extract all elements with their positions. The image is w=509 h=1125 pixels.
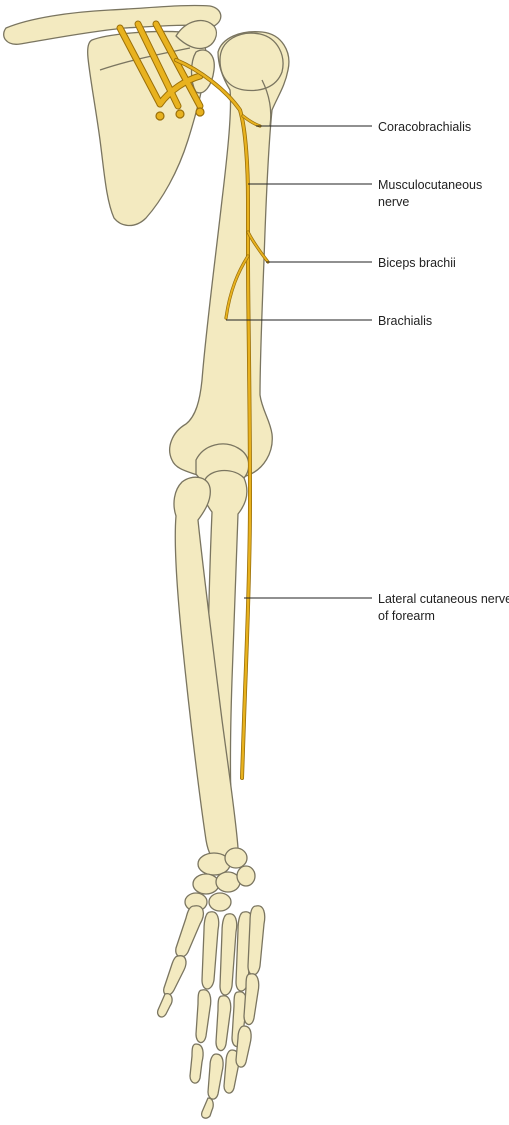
- label-lateral-cutaneous-line2: of forearm: [378, 609, 435, 623]
- label-biceps-brachii: Biceps brachii: [378, 256, 456, 270]
- biceps-branch: [246, 230, 270, 264]
- greater-tubercle: [261, 79, 272, 127]
- glenoid: [190, 49, 215, 94]
- nerves: [116, 20, 270, 780]
- label-lateral-cutaneous-nerve: Lateral cutaneous nerve of forearm: [378, 592, 509, 623]
- label-lateral-cutaneous-line1: Lateral cutaneous nerve: [378, 592, 509, 606]
- finger-bones: [189, 905, 266, 1119]
- bones: [3, 4, 290, 1119]
- brachialis-branch: [224, 254, 250, 320]
- coracoid-process: [175, 19, 218, 50]
- label-coracobrachialis: Coracobrachialis: [378, 120, 471, 134]
- coracobrachialis-branch: [241, 114, 262, 128]
- humeral-head: [219, 32, 284, 92]
- thumb-bones: [156, 905, 205, 1018]
- label-musculocutaneous-line2: nerve: [378, 195, 409, 209]
- leader-lines: [226, 125, 372, 599]
- label-brachialis: Brachialis: [378, 314, 432, 328]
- scapular-spine: [99, 47, 191, 71]
- scapula: [86, 30, 207, 227]
- carpal-bones: [184, 847, 256, 912]
- musculocutaneous-nerve-path: [174, 58, 253, 780]
- brachial-plexus-cords: [116, 20, 205, 121]
- label-musculocutaneous-nerve: Musculocutaneous nerve: [378, 178, 486, 209]
- labels: Coracobrachialis Musculocutaneous nerve …: [378, 120, 509, 623]
- label-musculocutaneous-line1: Musculocutaneous: [378, 178, 482, 192]
